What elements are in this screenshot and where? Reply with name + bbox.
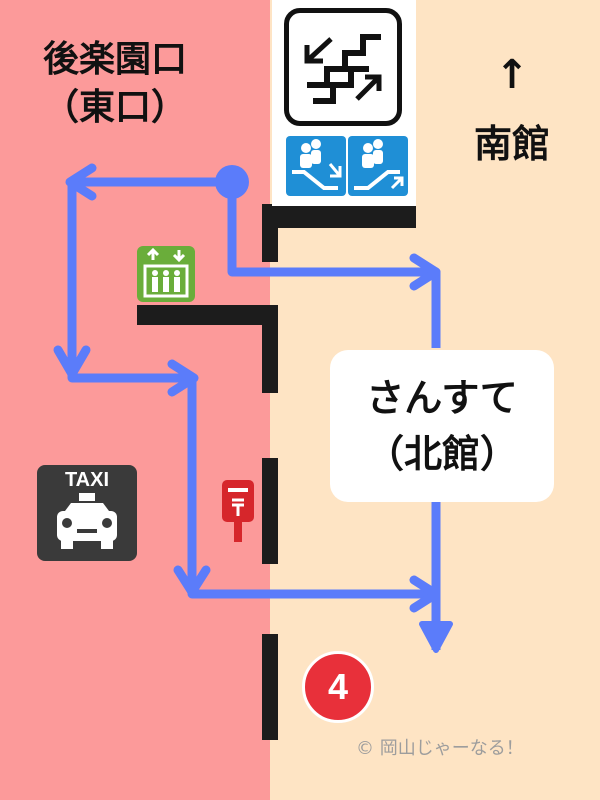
taxi-label: TAXI: [64, 469, 110, 491]
escalator-down-icon: [286, 136, 346, 196]
north-building-subtitle: （北館）: [365, 432, 518, 476]
stairs-icon: [284, 8, 402, 126]
escalator-up-icon: [348, 136, 408, 196]
route-to-taxi: [53, 163, 441, 613]
north-building-label: さんすて （北館）: [330, 350, 554, 502]
exit-number-badge: 4: [302, 651, 374, 723]
copyright-watermark: © 岡山じゃーなる！: [356, 738, 524, 759]
taxi-icon: TAXI: [37, 465, 137, 561]
wall-top-stub: [262, 204, 278, 262]
elevator-icon: [137, 246, 195, 302]
east-exit-label: 後楽園口 （東口）: [10, 36, 220, 132]
east-exit-subtitle: （東口）: [42, 87, 187, 128]
postbox-icon: [218, 478, 258, 544]
wall-top: [262, 204, 416, 228]
wall-elevator-ledge: [137, 305, 278, 325]
north-building-title: さんすて: [366, 376, 518, 420]
wall-bottom: [262, 634, 278, 740]
south-building-arrow: ↑: [495, 52, 529, 98]
wall-middle: [262, 305, 278, 393]
east-exit-area: [0, 0, 270, 800]
east-exit-title: 後楽園口: [42, 39, 187, 80]
route-start-dot: [215, 165, 249, 199]
route-to-exit-4: [227, 182, 453, 653]
south-building-label: 南館: [473, 122, 550, 166]
wall-lower: [262, 458, 278, 564]
